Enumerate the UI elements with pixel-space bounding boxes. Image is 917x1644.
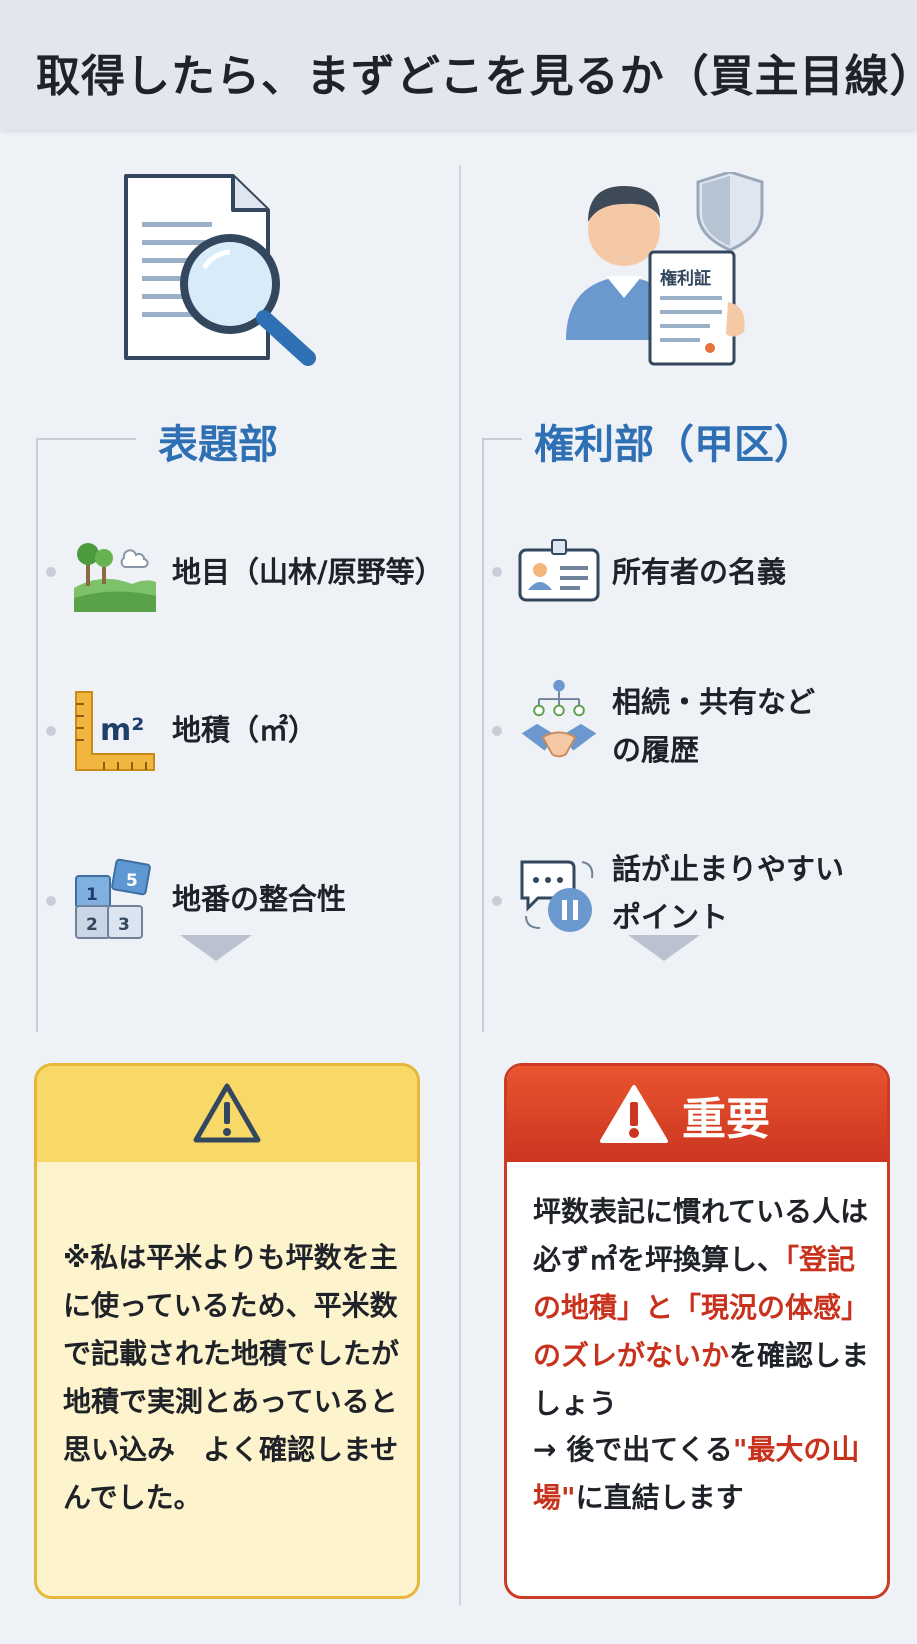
- item-label-point: 話が止まりやすい ポイント: [612, 845, 844, 941]
- id-card-icon: [518, 539, 600, 602]
- svg-text:5: 5: [126, 871, 138, 891]
- personal-note-box: ※私は平米よりも坪数を主に使っているため、平米数で記載された地積でしたが地積で実…: [34, 1063, 420, 1599]
- kenribu-column: 権利証 権利部（甲区） 所有者の名義 相続・共有など: [462, 130, 917, 1644]
- item-label-chiseki: 地積（㎡）: [172, 713, 318, 747]
- document-search-icon: [124, 174, 316, 366]
- section-title-kenribu: 権利部（甲区）: [534, 422, 814, 468]
- tree-node: [46, 896, 56, 906]
- page-title: 取得したら、まずどこを見るか（買主目線）: [36, 51, 917, 102]
- important-text-2: を確認しましょう: [533, 1339, 870, 1420]
- svg-text:権利証: 権利証: [660, 268, 711, 289]
- important-text-1: 坪数表記に慣れている人は必ず㎡を坪換算し、: [533, 1195, 869, 1276]
- tree-node: [492, 896, 502, 906]
- item-label-rireki: 相続・共有など の履歴: [612, 678, 815, 774]
- tree-connector: [482, 438, 484, 1032]
- item-label-chiban: 地番の整合性: [172, 882, 347, 916]
- tree-node: [492, 726, 502, 736]
- tree-connector: [36, 438, 136, 440]
- important-arrow-text: → 後で出てくる: [533, 1433, 733, 1466]
- inheritance-handshake-icon: [521, 679, 597, 758]
- important-header: 重要: [507, 1066, 887, 1162]
- tree-connector: [36, 438, 38, 1032]
- important-text-red: 「登記の地積」と「現況の体感」のズレがないか: [533, 1243, 870, 1372]
- conversation-pause-icon: [520, 860, 594, 932]
- tree-connector: [482, 438, 522, 440]
- landscape-icon: [74, 543, 156, 612]
- page-header: 取得したら、まずどこを見るか（買主目線）: [0, 0, 917, 130]
- tree-node: [46, 726, 56, 736]
- tree-node: [492, 567, 502, 577]
- svg-text:2: 2: [86, 915, 98, 935]
- chevron-down-icon: [628, 935, 700, 961]
- svg-text:m²: m²: [100, 713, 144, 748]
- item-label-meigi: 所有者の名義: [612, 555, 787, 589]
- chevron-down-icon: [180, 935, 252, 961]
- puzzle-numbers-icon: 1 5 2 3: [75, 858, 151, 939]
- important-red-2: "最大の山場": [533, 1433, 860, 1514]
- column-divider: [459, 165, 461, 1605]
- item-label-point-line2: ポイント: [612, 900, 729, 934]
- important-box: 重要 坪数表記に慣れている人は必ず㎡を坪換算し、「登記の地積」と「現況の体感」の…: [504, 1063, 890, 1599]
- important-title: 重要: [682, 1094, 770, 1145]
- section-title-hyodaibu: 表題部: [158, 422, 278, 468]
- ruler-square-meter-icon: m²: [75, 691, 155, 771]
- important-text-3: に直結します: [575, 1481, 744, 1514]
- svg-text:1: 1: [86, 885, 98, 905]
- note-text: ※私は平米よりも坪数を主に使っているため、平米数で記載された地積でしたが地積で実…: [63, 1241, 400, 1514]
- warning-icon: [193, 1083, 261, 1143]
- important-text: 坪数表記に慣れている人は必ず㎡を坪換算し、「登記の地積」と「現況の体感」のズレが…: [533, 1188, 877, 1428]
- svg-text:3: 3: [118, 915, 130, 935]
- hyodaibu-column: 表題部 地目（山林/原野等） m² 地積（㎡） 1 5 2 3 地番の: [0, 130, 455, 1644]
- person-certificate-icon: 権利証: [566, 172, 764, 366]
- item-label-chimoku: 地目（山林/原野等）: [172, 555, 444, 589]
- item-label-rireki-line2: の履歴: [612, 733, 700, 767]
- important-followup: → 後で出てくる"最大の山場"に直結します: [533, 1426, 877, 1522]
- item-label-rireki-line1: 相続・共有など: [612, 685, 816, 719]
- item-label-point-line1: 話が止まりやすい: [612, 852, 845, 886]
- warning-icon: [600, 1085, 668, 1143]
- tree-node: [46, 567, 56, 577]
- note-header: [37, 1066, 417, 1162]
